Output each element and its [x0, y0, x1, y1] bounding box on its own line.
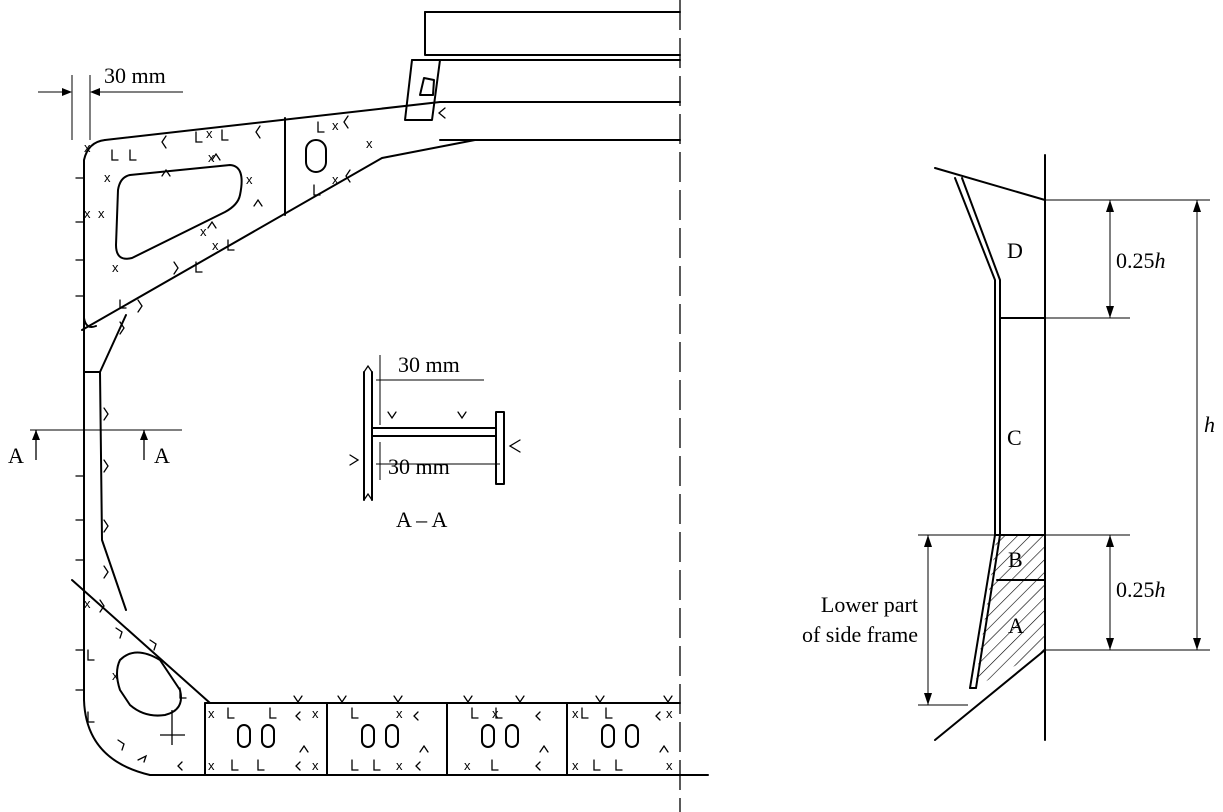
height-label-upper: 0.25h — [1116, 248, 1166, 273]
section-dim-upper: 30 mm — [398, 352, 460, 377]
svg-text:x: x — [396, 706, 403, 721]
weld-crosses: x x x x x x x x x x x x x x x x x x x x … — [84, 118, 673, 773]
svg-text:x: x — [396, 758, 403, 773]
section-marker-left: A — [8, 443, 24, 468]
zone-label-d: D — [1007, 238, 1023, 263]
section-aa-detail: 30 mm 30 mm A – A — [349, 352, 521, 532]
topside-lightening-hole — [115, 164, 243, 260]
svg-text:x: x — [492, 706, 499, 721]
zone-label-a: A — [1008, 613, 1024, 638]
hull-structure: x x x x x x x x x x x x x x x x x x x x … — [8, 0, 709, 812]
svg-text:x: x — [212, 238, 219, 253]
caption-line-2: of side frame — [802, 622, 918, 647]
weld-symbols — [87, 107, 673, 771]
svg-text:x: x — [366, 136, 373, 151]
topside-slot — [305, 139, 327, 173]
height-label-lower: 0.25h — [1116, 577, 1166, 602]
svg-text:x: x — [208, 150, 215, 165]
svg-text:x: x — [112, 668, 119, 683]
dimension-top-label: 30 mm — [104, 63, 166, 88]
section-marker-right: A — [154, 443, 170, 468]
svg-text:x: x — [98, 206, 105, 221]
topside-tank-sloping-plate — [104, 101, 441, 141]
zone-diagram: D C B A 0.25h 0.25h h Lower part of side… — [802, 154, 1215, 741]
svg-text:x: x — [332, 118, 339, 133]
floor-slots — [237, 724, 639, 748]
hopper-lightening-hole — [116, 651, 182, 717]
zone-hatched-area — [975, 535, 1045, 687]
svg-text:x: x — [84, 140, 91, 155]
dimension-top: 30 mm — [38, 63, 183, 140]
svg-text:x: x — [84, 596, 91, 611]
svg-text:x: x — [666, 706, 673, 721]
height-label-total: h — [1204, 412, 1215, 437]
svg-text:x: x — [208, 706, 215, 721]
svg-text:x: x — [200, 224, 207, 239]
svg-text:x: x — [208, 758, 215, 773]
svg-text:x: x — [246, 172, 253, 187]
svg-text:x: x — [464, 758, 471, 773]
hatch-coaming — [424, 11, 681, 56]
caption-line-1: Lower part — [821, 592, 918, 617]
svg-text:x: x — [312, 706, 319, 721]
svg-text:x: x — [206, 126, 213, 141]
svg-text:x: x — [112, 260, 119, 275]
zone-label-c: C — [1007, 425, 1022, 450]
zone-frame-web — [954, 177, 996, 536]
svg-text:x: x — [666, 758, 673, 773]
hopper-sloping-plate — [71, 579, 211, 704]
svg-text:x: x — [332, 172, 339, 187]
section-dim-lower: 30 mm — [388, 454, 450, 479]
svg-text:x: x — [312, 758, 319, 773]
deck-bracket — [404, 59, 441, 121]
zone-label-b: B — [1008, 547, 1023, 572]
svg-text:x: x — [104, 170, 111, 185]
svg-text:x: x — [84, 206, 91, 221]
svg-text:x: x — [572, 706, 579, 721]
svg-text:x: x — [572, 758, 579, 773]
section-title: A – A — [396, 507, 447, 532]
side-frame — [99, 314, 127, 611]
side-stiffener-ticks — [75, 177, 85, 691]
section-marker: A A — [8, 429, 182, 468]
